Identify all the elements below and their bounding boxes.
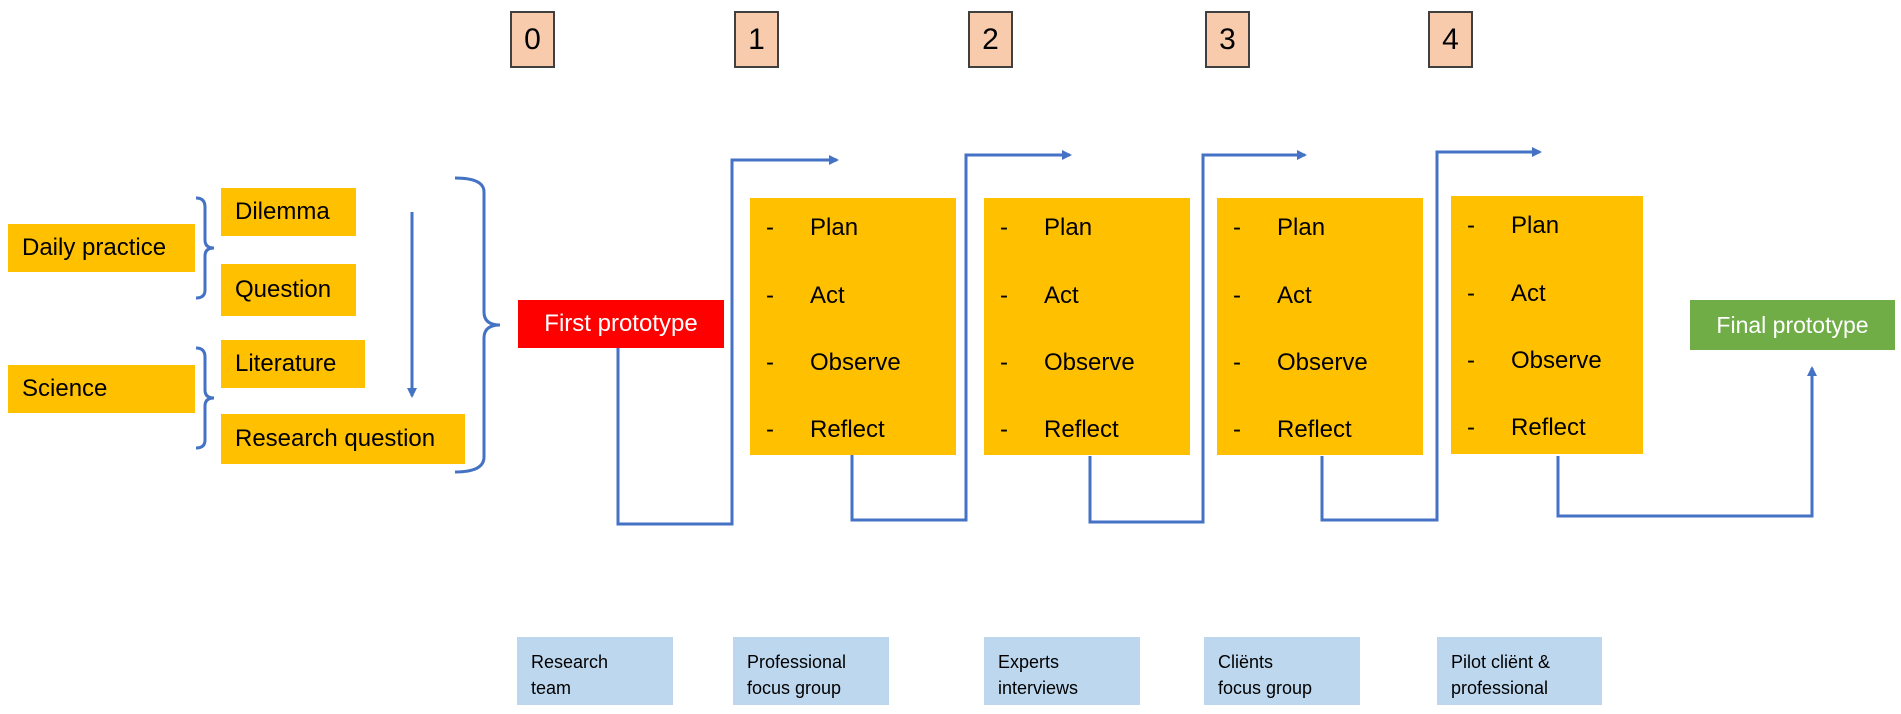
cycle-dash: - bbox=[1233, 416, 1241, 443]
participant-box-2: Experts interviews bbox=[984, 637, 1140, 705]
cycle-dash: - bbox=[1467, 347, 1475, 374]
cycle-step-act: Act bbox=[1511, 280, 1546, 307]
participant-box-1: Professional focus group bbox=[733, 637, 889, 705]
cycle-step-observe: Observe bbox=[1044, 349, 1135, 376]
phase-number-3: 3 bbox=[1205, 11, 1250, 68]
phase-number-0: 0 bbox=[510, 11, 555, 68]
participant-line: Professional bbox=[747, 652, 847, 672]
arrow-to-cycle-1 bbox=[616, 155, 839, 526]
cycle-dash: - bbox=[1233, 214, 1241, 241]
cycle-step-act: Act bbox=[1044, 282, 1079, 309]
phase-number-1: 1 bbox=[734, 11, 779, 68]
phase-number-4: 4 bbox=[1428, 11, 1473, 68]
final-prototype-box: Final prototype bbox=[1690, 300, 1895, 350]
bracket-combine bbox=[454, 176, 501, 474]
cycle-box-3: - Plan - Act - Observe - Reflect bbox=[1217, 198, 1423, 455]
cycle-step-reflect: Reflect bbox=[1511, 414, 1586, 441]
literature-box: Literature bbox=[221, 340, 365, 388]
cycle-dash: - bbox=[1000, 282, 1008, 309]
participant-line: Cliënts bbox=[1218, 652, 1274, 672]
participant-line: professional bbox=[1451, 678, 1549, 698]
cycle-step-plan: Plan bbox=[810, 214, 859, 241]
participant-line: Research bbox=[531, 652, 609, 672]
research-question-box: Research question bbox=[221, 414, 465, 464]
cycle-dash: - bbox=[1000, 416, 1008, 443]
cycle-step-reflect: Reflect bbox=[1044, 416, 1119, 443]
arrow-to-final bbox=[1556, 366, 1817, 518]
cycle-step-observe: Observe bbox=[1277, 349, 1368, 376]
dilemma-box: Dilemma bbox=[221, 188, 356, 236]
cycle-step-plan: Plan bbox=[1277, 214, 1326, 241]
cycle-step-reflect: Reflect bbox=[1277, 416, 1352, 443]
cycle-box-4: - Plan - Act - Observe - Reflect bbox=[1451, 196, 1643, 454]
cycle-step-observe: Observe bbox=[810, 349, 901, 376]
cycle-step-plan: Plan bbox=[1511, 212, 1560, 239]
cycle-box-2: - Plan - Act - Observe - Reflect bbox=[984, 198, 1190, 455]
first-prototype-box: First prototype bbox=[518, 300, 724, 348]
cycle-dash: - bbox=[1467, 280, 1475, 307]
arrow-to-cycle-3 bbox=[1088, 150, 1307, 524]
daily-practice-box: Daily practice bbox=[8, 224, 195, 272]
cycle-step-act: Act bbox=[810, 282, 845, 309]
phase-number-2: 2 bbox=[968, 11, 1013, 68]
arrow-to-cycle-4 bbox=[1320, 147, 1542, 522]
arrow-to-cycle-2 bbox=[850, 150, 1072, 522]
participant-box-3: Cliënts focus group bbox=[1204, 637, 1360, 705]
cycle-step-plan: Plan bbox=[1044, 214, 1093, 241]
participant-line: interviews bbox=[998, 678, 1079, 698]
question-box: Question bbox=[221, 264, 356, 316]
cycle-dash: - bbox=[1233, 349, 1241, 376]
cycle-dash: - bbox=[766, 282, 774, 309]
cycle-step-act: Act bbox=[1277, 282, 1312, 309]
cycle-dash: - bbox=[1000, 349, 1008, 376]
cycle-dash: - bbox=[766, 349, 774, 376]
cycle-dash: - bbox=[1467, 414, 1475, 441]
participant-box-0: Research team bbox=[517, 637, 673, 705]
participant-line: Pilot cliënt & bbox=[1451, 652, 1551, 672]
bracket-science bbox=[195, 346, 215, 450]
cycle-dash: - bbox=[766, 214, 774, 241]
participant-box-4: Pilot cliënt & professional bbox=[1437, 637, 1602, 705]
cycle-step-reflect: Reflect bbox=[810, 416, 885, 443]
participant-line: focus group bbox=[1218, 678, 1313, 698]
bracket-daily-practice bbox=[195, 196, 215, 300]
cycle-dash: - bbox=[766, 416, 774, 443]
science-box: Science bbox=[8, 365, 195, 413]
participant-line: focus group bbox=[747, 678, 842, 698]
cycle-dash: - bbox=[1233, 282, 1241, 309]
cycle-dash: - bbox=[1467, 212, 1475, 239]
cycle-box-1: - Plan - Act - Observe - Reflect bbox=[750, 198, 956, 455]
participant-line: team bbox=[531, 678, 572, 698]
cycle-dash: - bbox=[1000, 214, 1008, 241]
cycle-step-observe: Observe bbox=[1511, 347, 1602, 374]
participant-line: Experts bbox=[998, 652, 1060, 672]
